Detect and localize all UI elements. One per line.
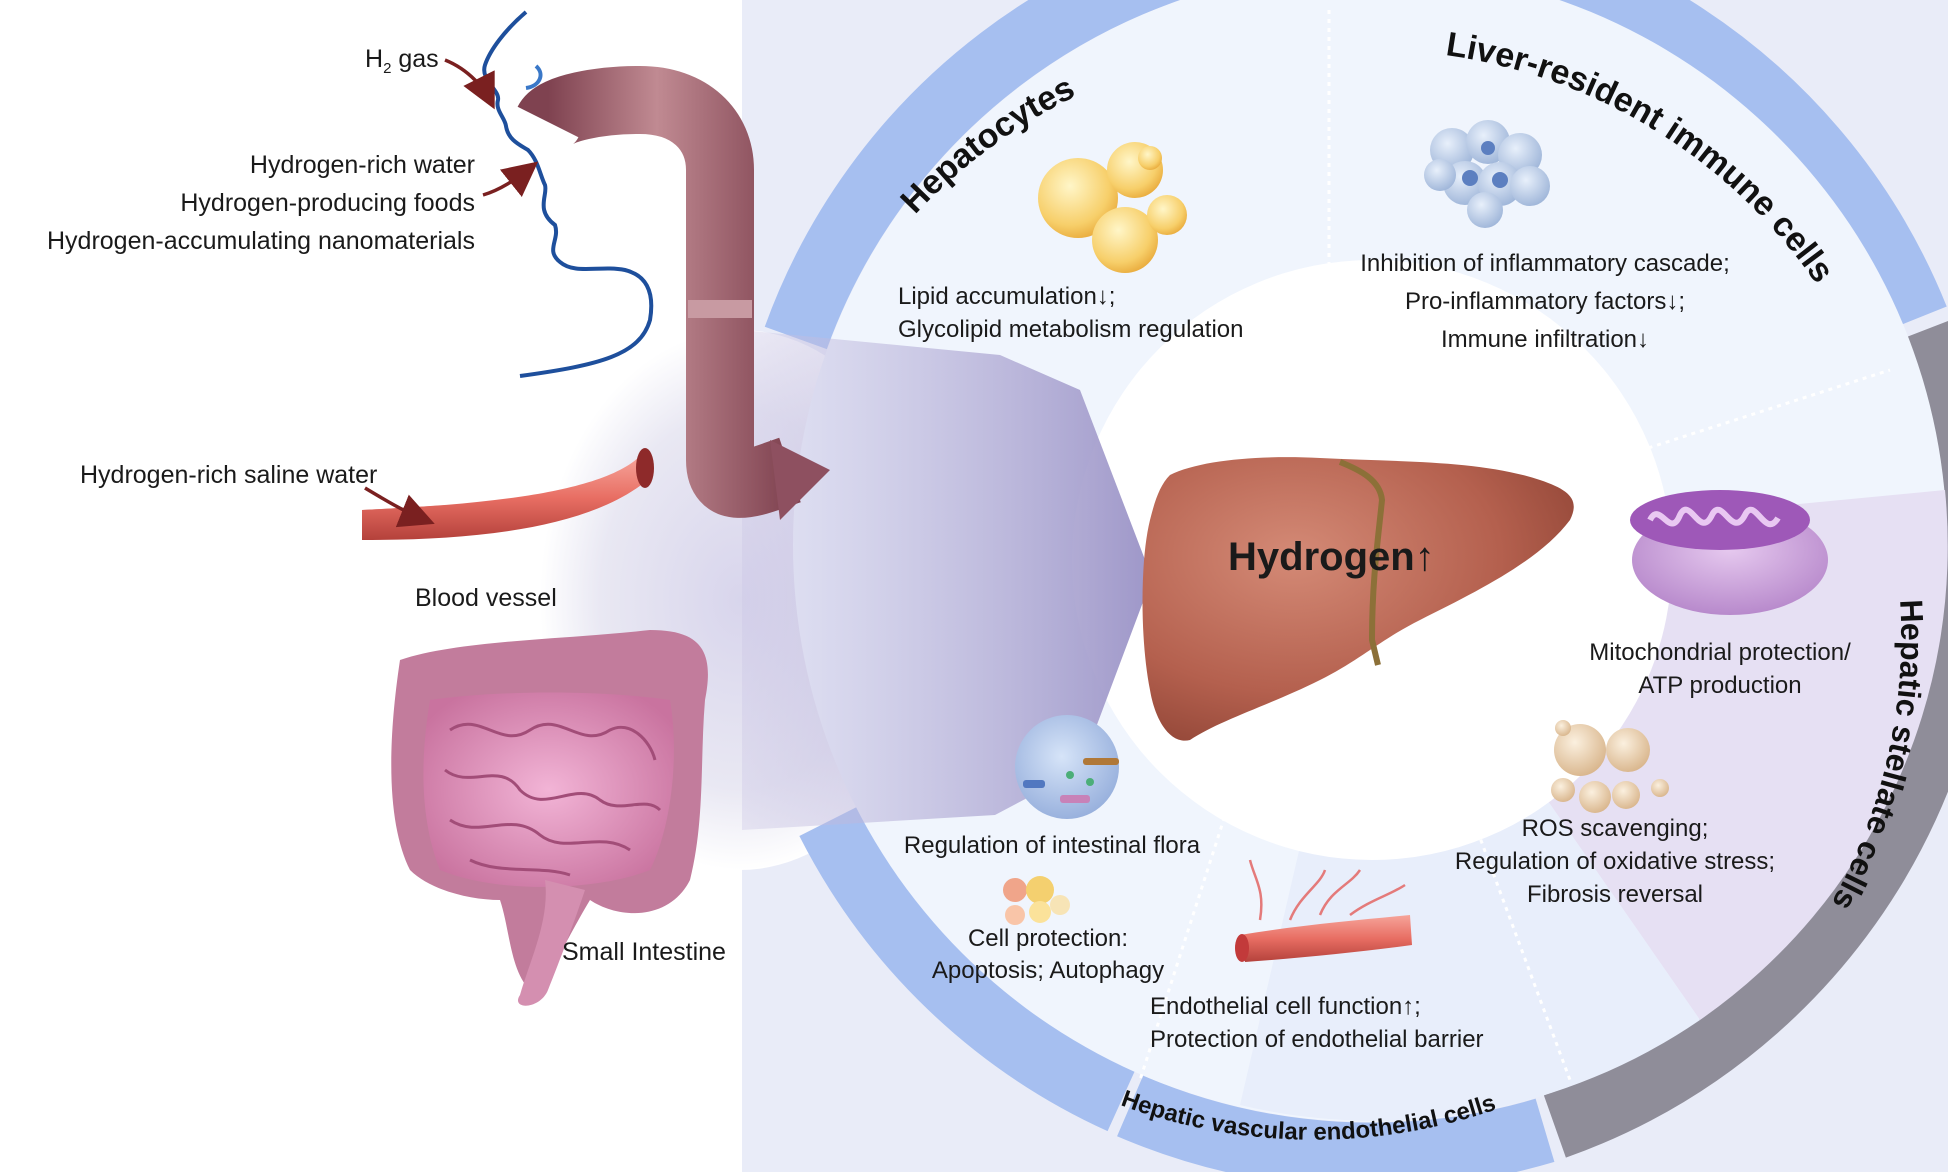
mitochondria-effect-1: Mitochondrial protection/ [1589, 639, 1851, 666]
intestine-illustration [391, 630, 708, 1006]
intestinal-flora-icon [1015, 715, 1119, 819]
oral-source-foods: Hydrogen-producing foods [180, 189, 475, 217]
h2-gas-prefix: H [365, 45, 384, 73]
immune-effect-3: Immune infiltration↓ [1440, 326, 1650, 353]
center-hydrogen-label: Hydrogen↑ [1228, 535, 1435, 579]
blood-vessel-label: Blood vessel [415, 584, 557, 612]
cell-protection-effects: Cell protection: Apoptosis; Autophagy [908, 923, 1188, 987]
saline-label: Hydrogen-rich saline water [80, 461, 378, 489]
ros-effect-2: Regulation of oxidative stress; [1454, 848, 1776, 875]
face-profile [482, 10, 654, 378]
band-immune [1536, 0, 1947, 332]
endothelial-effect-2: Protection of endothelial barrier [1150, 1026, 1484, 1053]
hepatocytes-effect-1: Lipid accumulation↓; [898, 283, 1116, 310]
mitochondria-effects: Mitochondrial protection/ ATP production [1570, 636, 1870, 702]
arrow-saline [364, 486, 435, 528]
endothelial-vessel-icon [1235, 859, 1412, 962]
ros-effects: ROS scavenging; Regulation of oxidative … [1440, 812, 1790, 911]
h2-gas-label: H2 gas [365, 44, 439, 78]
band-endothelial-left [799, 806, 1135, 1132]
immune-cells-icon [1424, 120, 1550, 228]
oral-source-nanomaterials: Hydrogen-accumulating nanomaterials [46, 227, 475, 255]
immune-effect-1: Inhibition of inflammatory cascade; [1360, 250, 1730, 277]
h2-gas-suffix: gas [391, 45, 439, 73]
cell-protection-effect-1: Cell protection: [967, 925, 1129, 952]
route-arrows [364, 58, 539, 528]
liver-illustration [1142, 457, 1574, 741]
band-endothelial [1117, 1075, 1555, 1172]
flora-effect-1: Regulation of intestinal flora [903, 832, 1201, 859]
h2-gas-subscript: 2 [383, 60, 392, 77]
ring-bands [764, 0, 1948, 1172]
cell-protection-icon [1003, 876, 1070, 925]
band-stellate [1543, 321, 1948, 1158]
mitochondrion-icon [1630, 490, 1828, 615]
arrow-oral [482, 161, 539, 197]
immune-effect-2: Pro-inflammatory factors↓; [1404, 288, 1686, 315]
arrow-h2-gas [444, 58, 495, 110]
ros-effect-3: Fibrosis reversal [1526, 881, 1704, 908]
fat-droplets-icon [1038, 142, 1187, 273]
esophagus [517, 65, 830, 520]
endothelial-effect-1: Endothelial cell function↑; [1150, 993, 1421, 1020]
hepatocytes-effects: Lipid accumulation↓; Glycolipid metaboli… [898, 280, 1298, 346]
ros-effect-1: ROS scavenging; [1521, 815, 1709, 842]
mitochondria-effect-2: ATP production [1638, 672, 1802, 699]
oral-sources-list: Hydrogen-rich water Hydrogen-producing f… [47, 146, 475, 260]
gas-stream-icon [525, 64, 543, 90]
endothelial-effects: Endothelial cell function↑; Protection o… [1150, 990, 1530, 1056]
small-intestine-label: Small Intestine [562, 938, 726, 966]
oral-source-water: Hydrogen-rich water [249, 151, 475, 179]
immune-effects: Inhibition of inflammatory cascade; Pro-… [1345, 245, 1745, 359]
band-hepatocytes [764, 0, 1181, 350]
cell-protection-effect-2: Apoptosis; Autophagy [931, 957, 1165, 984]
ros-bubbles-icon [1551, 720, 1669, 813]
hepatocytes-effect-2: Glycolipid metabolism regulation [898, 316, 1244, 343]
big-arrow [742, 330, 1152, 830]
flora-effects: Regulation of intestinal flora [892, 832, 1212, 861]
